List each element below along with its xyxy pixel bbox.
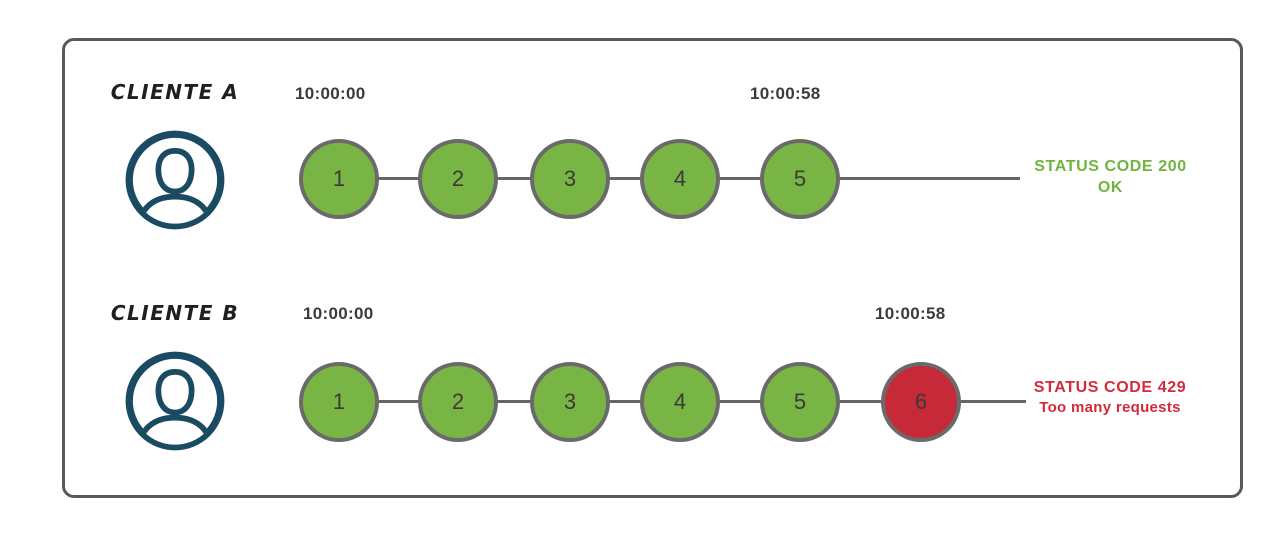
timestamp-a-end: 10:00:58 [750,84,821,103]
timestamp-a-start: 10:00:00 [295,84,366,103]
request-node-b5: 5 [760,362,840,442]
client-a-label: CLIENTE A [110,80,240,104]
request-node-b4: 4 [640,362,720,442]
client-b-label: CLIENTE B [110,301,240,325]
request-node-a1: 1 [299,139,379,219]
status-a-message: OK [1097,179,1124,196]
status-b-code: STATUS CODE 429 [1033,379,1187,396]
user-avatar-icon [125,351,225,451]
status-b-message: Too many requests [1039,399,1181,416]
timestamp-b-end: 10:00:58 [875,304,946,323]
request-node-b3: 3 [530,362,610,442]
request-node-b6-blocked: 6 [881,362,961,442]
status-a: STATUS CODE 200 OK [1023,156,1198,198]
request-node-a2: 2 [418,139,498,219]
status-b: STATUS CODE 429 Too many requests [1020,377,1200,417]
timestamp-b-start: 10:00:00 [303,304,374,323]
request-node-a5: 5 [760,139,840,219]
user-avatar-icon [125,130,225,230]
request-node-a3: 3 [530,139,610,219]
request-node-b1: 1 [299,362,379,442]
request-node-b2: 2 [418,362,498,442]
request-node-a4: 4 [640,139,720,219]
status-a-code: STATUS CODE 200 [1034,158,1187,175]
